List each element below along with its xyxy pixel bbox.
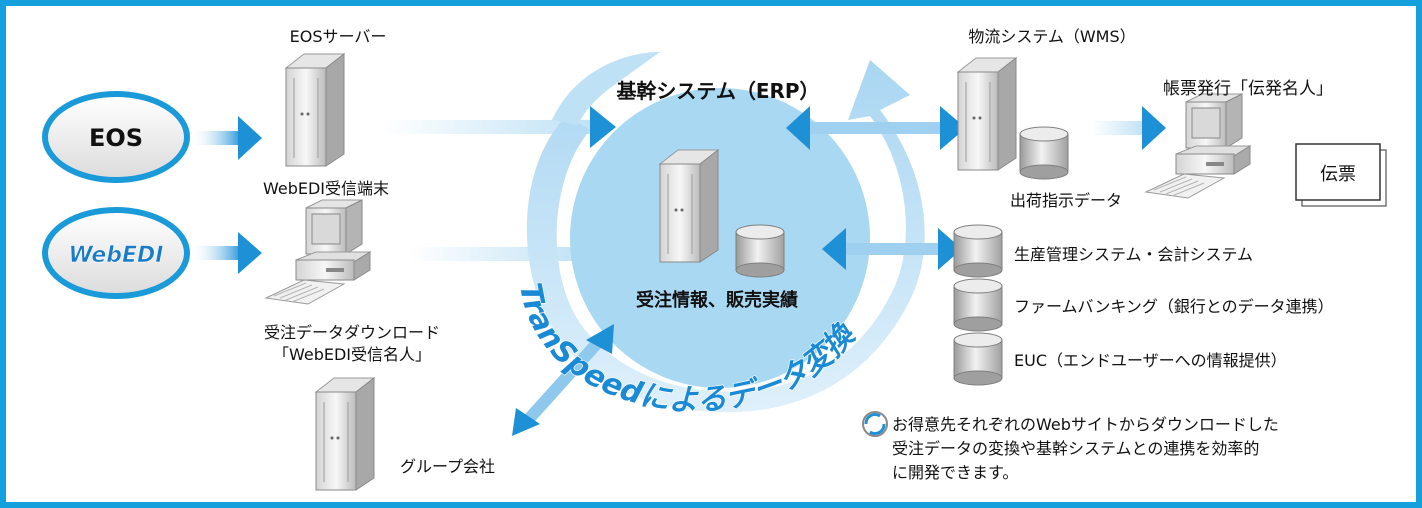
wms-to-forms-arrow <box>1092 106 1166 150</box>
db-item-production: 生産管理システム・会計システム <box>1014 245 1253 264</box>
erp-circle <box>570 88 870 388</box>
conversion-arc <box>526 60 925 413</box>
eos-server-label: EOSサーバー <box>290 27 387 46</box>
forms-app-label: 帳票発行「伝発名人」 <box>1163 79 1333 99</box>
erp-wms-arrow <box>786 106 966 150</box>
erp-title: 基幹システム（ERP） <box>616 79 819 103</box>
slip-document: 伝票 <box>1295 143 1387 207</box>
webedi-label: WebEDI <box>68 243 163 268</box>
webedi-flow-arrow <box>190 232 262 274</box>
eos-flow-arrow <box>190 116 262 160</box>
eos-label: EOS <box>89 124 143 152</box>
note-line-2: 受注データの変換や基幹システムとの連携を効率的 <box>892 439 1259 458</box>
note-line-1: お得意先それぞれのWebサイトからダウンロードした <box>892 415 1279 434</box>
db-stack <box>953 224 1003 386</box>
forms-pc-icon <box>1145 93 1251 199</box>
conversion-arc-top <box>552 52 660 125</box>
db-production-icon <box>953 224 1003 278</box>
db-item-banking: ファームバンキング（銀行とのデータ連携） <box>1014 297 1334 316</box>
erp-db-arrow <box>822 228 962 270</box>
eos-to-erp-arrow <box>382 106 616 148</box>
group-erp-arrow <box>512 324 614 436</box>
slip-label: 伝票 <box>1320 164 1356 185</box>
note-line-3: に開発できます。 <box>892 463 1018 482</box>
db-euc-icon <box>953 332 1003 386</box>
shipping-data-label: 出荷指示データ <box>1010 191 1122 210</box>
download-label-line2: 「WebEDI受信名人」 <box>273 345 431 364</box>
wms-server-icon <box>957 57 1017 171</box>
erp-server-icon <box>659 149 719 263</box>
erp-db-icon <box>735 224 785 278</box>
webedi-terminal-icon <box>265 199 371 305</box>
group-label: グループ会社 <box>400 457 495 476</box>
group-server-icon <box>315 377 375 491</box>
db-banking-icon <box>953 278 1003 332</box>
download-label-line1: 受注データダウンロード <box>264 323 440 342</box>
shipping-db-icon <box>1019 126 1069 180</box>
eos-oval: EOS <box>42 91 190 183</box>
wms-label: 物流システム（WMS） <box>968 27 1135 46</box>
webedi-oval: WebEDI <box>42 207 190 299</box>
eos-server-icon <box>285 53 345 167</box>
erp-caption: 受注情報、販売実績 <box>636 289 798 311</box>
webedi-terminal-label: WebEDI受信端末 <box>263 179 389 198</box>
db-item-euc: EUC（エンドユーザーへの情報提供） <box>1014 351 1287 370</box>
note-icon <box>862 411 888 437</box>
